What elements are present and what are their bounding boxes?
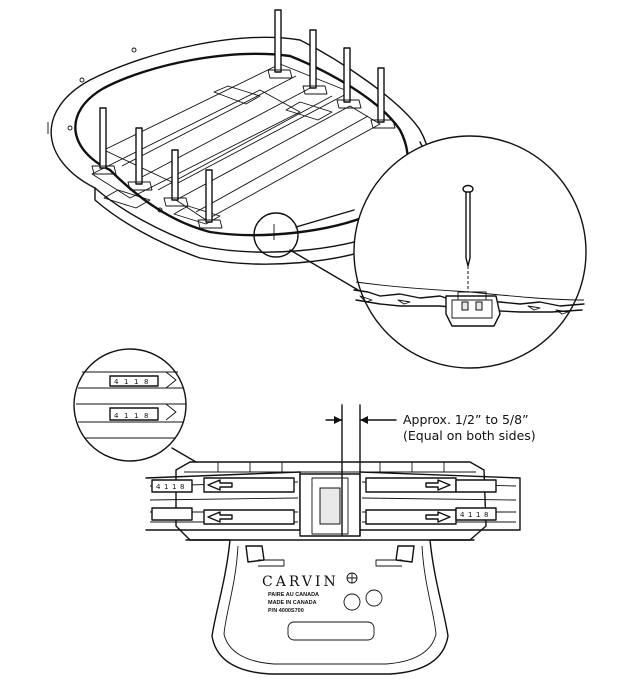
pool-overview xyxy=(47,9,431,291)
nail-icon xyxy=(462,184,474,267)
leaf-logo-icon xyxy=(346,572,358,584)
gap-callout-line2: (Equal on both sides) xyxy=(403,428,536,443)
gap-dimension xyxy=(325,404,397,471)
scale-mark: 4 xyxy=(114,412,119,420)
brand-label: CARVIN xyxy=(262,574,339,590)
scale-mark: 4 xyxy=(114,378,119,386)
fitting-text-line2: MADE IN CANADA xyxy=(268,600,317,606)
detail-circle-small xyxy=(253,212,299,258)
gap-callout-line1: Approx. 1/2” to 5/8” xyxy=(403,412,529,427)
scale-mark: 1 xyxy=(164,483,168,491)
fitting-text-line1: PAIRE AU CANADA xyxy=(268,592,319,598)
nail-detail-magnifier xyxy=(353,135,587,369)
scale-mark: 8 xyxy=(144,378,148,386)
scale-mark: 1 xyxy=(468,511,472,519)
scale-mark: 8 xyxy=(484,511,488,519)
scale-mark: 1 xyxy=(124,378,128,386)
arrow-icon xyxy=(203,477,457,525)
scale-mark: 1 xyxy=(124,412,128,420)
scale-mark: 4 xyxy=(156,483,161,491)
scale-mark: 8 xyxy=(144,412,148,420)
fitting-text-line3: P/N 4000S700 xyxy=(268,608,304,614)
rail-scale-magnifier: 4 1 1 8 4 1 1 8 xyxy=(73,348,197,463)
scale-mark: 1 xyxy=(476,511,480,519)
skimmer-fitting: 4 1 1 8 4 1 1 8 CARVIN PAIRE AU CANADA M… xyxy=(145,461,521,675)
scale-mark: 4 xyxy=(460,511,465,519)
scale-mark: 8 xyxy=(180,483,184,491)
scale-mark: 1 xyxy=(134,378,138,386)
scale-mark: 1 xyxy=(134,412,138,420)
scale-mark: 1 xyxy=(172,483,176,491)
